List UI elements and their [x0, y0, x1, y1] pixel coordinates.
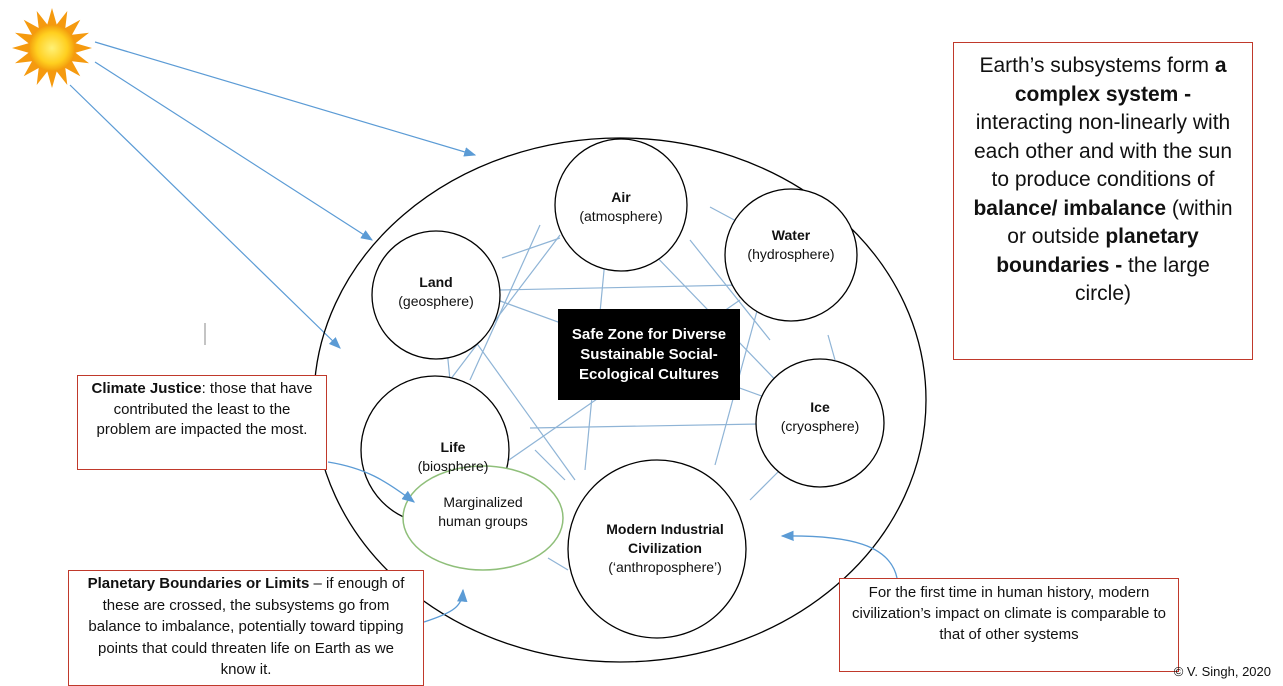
- node-label: Marginalized human groups: [438, 494, 528, 529]
- node-civilization: Modern Industrial Civilization (‘anthrop…: [600, 520, 730, 577]
- boundaries-arrow: [423, 588, 468, 623]
- node-air: Air (atmosphere): [571, 188, 671, 226]
- callout-bold: a complex system -: [1014, 54, 1227, 106]
- node-water-circle: [724, 188, 858, 322]
- node-subtitle: (cryosphere): [780, 418, 860, 434]
- sunlight-arrow: [69, 84, 341, 349]
- node-subtitle: (biosphere): [417, 458, 489, 474]
- callout-text: : those that have contributed the least …: [96, 380, 313, 438]
- node-land: Land (geosphere): [386, 273, 486, 311]
- node-subtitle: (atmosphere): [579, 208, 663, 224]
- callout-text: interacting non-linearly with each other…: [973, 111, 1232, 191]
- callout-text: (within or outside: [1007, 196, 1233, 249]
- node-water: Water (hydrosphere): [736, 226, 846, 264]
- climate-justice-callout: Climate Justice: those that have contrib…: [77, 375, 327, 470]
- node-air-circle: [554, 138, 688, 272]
- sunlight-arrow: [94, 41, 477, 157]
- justice-arrow: [327, 461, 416, 503]
- callout-text: – if enough of these are crossed, the su…: [88, 575, 405, 678]
- node-civilization-circle: [567, 459, 747, 639]
- node-subtitle: (‘anthroposphere’): [608, 559, 722, 575]
- node-subtitle: (hydrosphere): [747, 246, 835, 262]
- node-land-circle: [371, 230, 501, 360]
- node-subtitle: (geosphere): [398, 293, 474, 309]
- callout-text: For the first time in human history, mod…: [851, 584, 1167, 643]
- sun-core: [29, 25, 75, 71]
- civilization-arrow: [780, 530, 898, 579]
- safe-zone-label: Safe Zone for Diverse Sustainable Social…: [558, 309, 740, 400]
- callout-bold: Climate Justice: [91, 380, 202, 397]
- node-title: Life: [440, 439, 466, 455]
- node-ice: Ice (cryosphere): [765, 398, 875, 436]
- node-ice-circle: [755, 358, 885, 488]
- node-title: Air: [611, 189, 631, 205]
- copyright-credit: © V. Singh, 2020: [1173, 664, 1271, 679]
- node-title: Ice: [810, 399, 830, 415]
- complex-system-callout: Earth’s subsystems form a complex system…: [953, 42, 1253, 360]
- node-title: Land: [419, 274, 453, 290]
- callout-text: the large circle): [1075, 253, 1210, 306]
- node-title: Water: [771, 227, 811, 243]
- node-marginalized-ellipse: [402, 465, 564, 571]
- sun-icon: [12, 8, 92, 88]
- civilization-impact-callout: For the first time in human history, mod…: [839, 578, 1179, 672]
- node-title: Modern Industrial Civilization: [606, 521, 724, 556]
- callout-bold: Planetary Boundaries or Limits: [87, 575, 310, 592]
- node-life: Life (biosphere): [398, 438, 508, 476]
- callout-text: Earth’s subsystems form: [979, 54, 1215, 77]
- callout-bold: planetary boundaries -: [996, 225, 1199, 277]
- node-marginalized: Marginalized human groups: [430, 493, 536, 531]
- planetary-boundaries-callout: Planetary Boundaries or Limits – if enou…: [68, 570, 424, 686]
- sunlight-arrow: [94, 61, 374, 241]
- callout-bold: balance/ imbalance: [973, 196, 1167, 220]
- safe-zone-text: Safe Zone for Diverse Sustainable Social…: [571, 325, 727, 383]
